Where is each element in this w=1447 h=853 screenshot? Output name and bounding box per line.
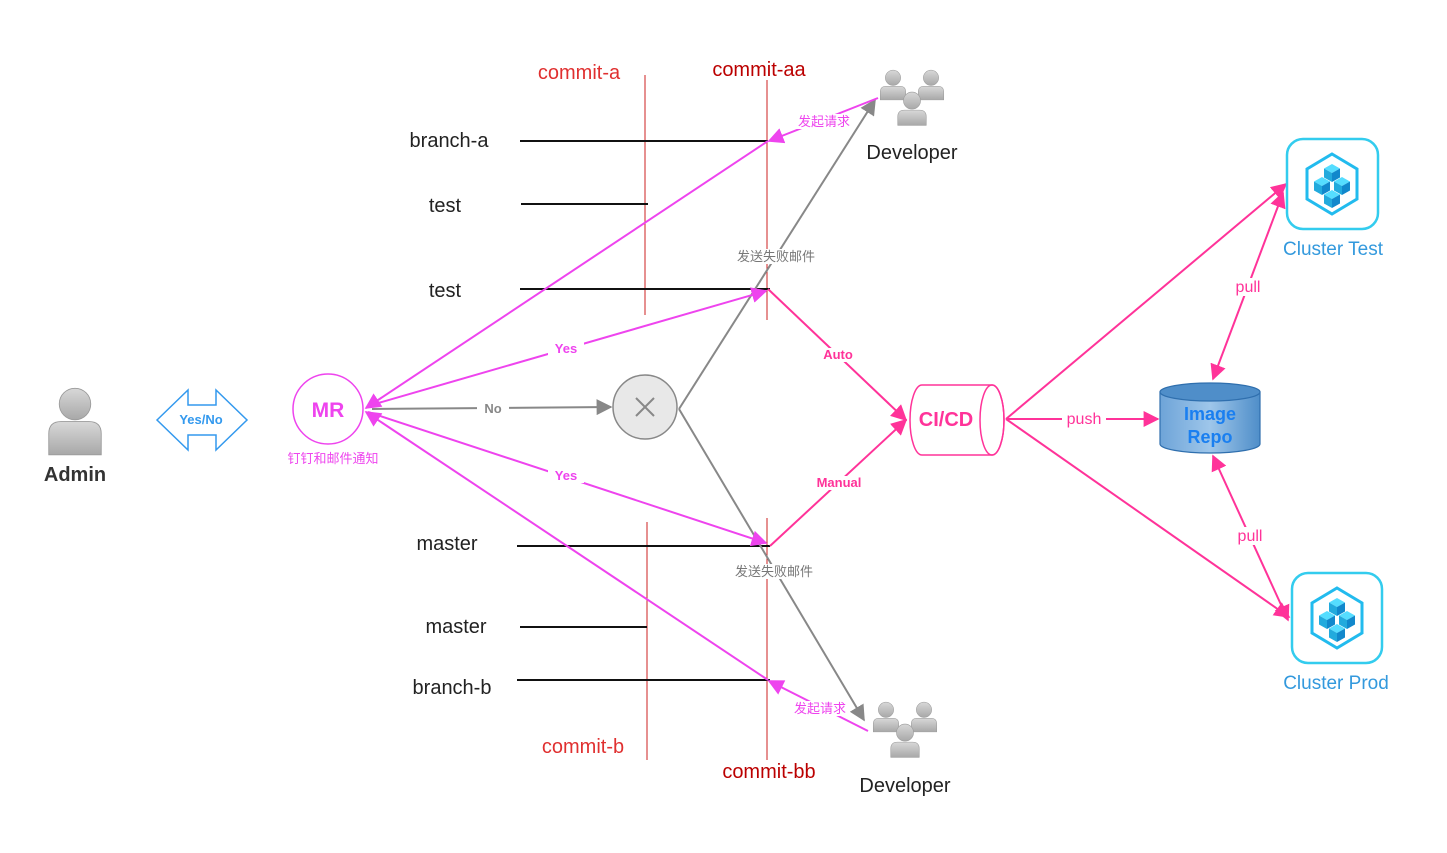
commit-bb-label: commit-bb [722, 761, 815, 783]
pull-top-label: pull [1236, 279, 1261, 296]
pull-bottom-label: pull [1238, 528, 1263, 545]
mr-node [292, 373, 364, 445]
branch-a-label: branch-a [410, 130, 490, 152]
developer-bottom-label: Developer [859, 775, 951, 797]
deploy-test-edge [1005, 182, 1288, 420]
master-label-1: master [416, 533, 477, 555]
developer-group-icon [872, 701, 938, 758]
cicd-label: CI/CD [919, 409, 973, 431]
cluster-test-icon [1285, 137, 1380, 231]
master-label-2: master [425, 616, 486, 638]
admin-decision-label: Yes/No [179, 412, 222, 427]
request-top-label: 发起请求 [798, 114, 850, 129]
cluster-prod-icon [1290, 571, 1384, 665]
test-label-1: test [429, 195, 462, 217]
request-bottom-label: 发起请求 [794, 701, 846, 716]
developer-group-icon [879, 69, 945, 126]
auto-label: Auto [823, 347, 853, 362]
admin-label: Admin [44, 464, 106, 486]
commit-b-label: commit-b [542, 736, 624, 758]
test-label-2: test [429, 280, 462, 302]
mr-label: MR [312, 399, 345, 422]
branch-b-label: branch-b [413, 677, 492, 699]
mr-to-branch-b-edge [364, 411, 769, 681]
cluster-test-label: Cluster Test [1283, 239, 1384, 260]
cicd-node [909, 384, 1005, 456]
reject-node [612, 374, 678, 440]
developer-top-label: Developer [866, 142, 958, 164]
fail-mail-top-label: 发送失败邮件 [737, 249, 815, 264]
commit-a-label: commit-a [538, 62, 621, 84]
image-repo-label-line1: Image [1184, 404, 1236, 424]
commit-aa-label: commit-aa [712, 59, 806, 81]
manual-label: Manual [817, 475, 862, 490]
double-arrow-icon [155, 388, 249, 452]
admin-icon [48, 387, 102, 456]
image-repo-label-line2: Repo [1188, 427, 1233, 447]
fail-mail-bottom-label: 发送失败邮件 [735, 564, 813, 579]
yes-top-label: Yes [555, 341, 577, 356]
no-label: No [484, 401, 501, 416]
mr-notify-label: 钉钉和邮件通知 [287, 451, 378, 466]
cluster-prod-label: Cluster Prod [1283, 673, 1389, 694]
close-icon [635, 397, 655, 417]
yes-bottom-label: Yes [555, 468, 577, 483]
image-repo-node [1159, 382, 1261, 454]
mr-to-branch-a-edge [364, 140, 769, 409]
push-label: push [1067, 411, 1102, 428]
